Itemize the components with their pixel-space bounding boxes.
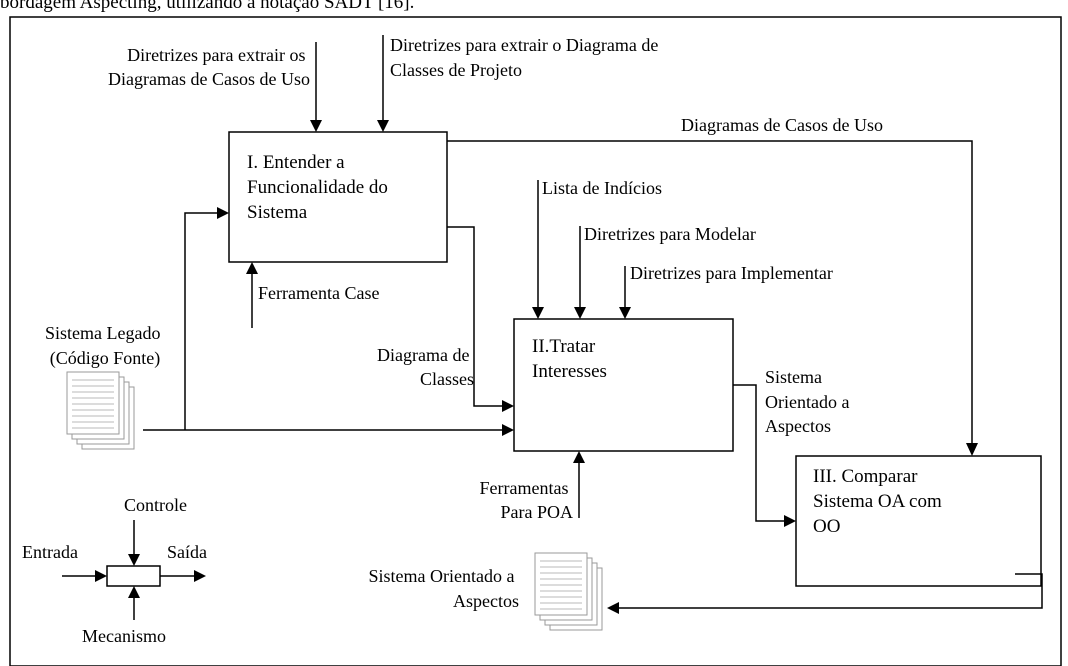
- input-sistema-legado: Sistema Legado (Código Fonte): [45, 207, 514, 450]
- svg-text:Sistema Legado (Código F: Sistema Legado (Código Fonte): [45, 323, 165, 369]
- flow-diagrama-classes: Diagrama de Classes: [377, 226, 514, 412]
- svg-text:Diretrizes para extrair os: Diretrizes para extrair os Diagramas de …: [108, 45, 310, 89]
- legend-box: [106, 565, 161, 587]
- legend-input-label: Entrada: [22, 542, 78, 562]
- document-stack-icon: [66, 371, 135, 450]
- control-3: Lista de Indícios: [532, 178, 662, 319]
- svg-text:Ferramenta Case: Ferramenta Case: [258, 283, 379, 303]
- svg-text:Diagrama de Classes: Diagrama de Classes: [377, 345, 474, 389]
- outer-frame: [9, 16, 1062, 666]
- caption-fragment: bordagem Aspecting, utilizando a notação…: [0, 0, 414, 13]
- output-sistema-oa: Sistema Orientado a Aspectos: [369, 552, 1043, 631]
- svg-text:Diretrizes para Modelar: Diretrizes para Modelar: [584, 224, 756, 244]
- process-box-2: II.Tratar Interesses: [513, 318, 734, 452]
- svg-text:Diretrizes para extrair o Diag: Diretrizes para extrair o Diagrama de Cl…: [390, 35, 663, 80]
- svg-text:Ferramentas Para POA: Ferramentas Para POA: [480, 478, 573, 522]
- svg-text:Lista de Indícios: Lista de Indícios: [542, 178, 662, 198]
- control-2: Diretrizes para extrair o Diagrama de Cl…: [377, 35, 663, 132]
- svg-text:Sistema Orientado a: Sistema Orientado a Aspectos: [765, 367, 854, 436]
- control-4: Diretrizes para Modelar: [574, 224, 756, 319]
- svg-text:Sistema Orientado a Aspe: Sistema Orientado a Aspectos: [369, 566, 519, 611]
- svg-text:Diagramas de Casos de Uso: Diagramas de Casos de Uso: [681, 115, 883, 135]
- legend: Controle Entrada Saída Mecanismo: [22, 495, 207, 646]
- legend-output-label: Saída: [167, 542, 207, 562]
- process-box-1: I. Entender a Funcionalidade do Sistema: [228, 131, 448, 263]
- flow-sistema-oa: Sistema Orientado a Aspectos: [733, 367, 854, 527]
- process-2-title: II.Tratar Interesses: [532, 336, 607, 382]
- mechanism-1: Ferramenta Case: [246, 262, 379, 328]
- legend-mechanism-label: Mecanismo: [82, 626, 166, 646]
- process-box-3: III. Comparar Sistema OA com OO: [795, 455, 1042, 587]
- process-3-title: III. Comparar Sistema OA com OO: [813, 466, 947, 537]
- control-1: Diretrizes para extrair os Diagramas de …: [108, 42, 322, 132]
- mechanism-2: Ferramentas Para POA: [480, 451, 585, 522]
- legend-control-label: Controle: [124, 495, 187, 515]
- process-1-title: I. Entender a Funcionalidade do Sistema: [247, 152, 393, 223]
- control-5: Diretrizes para Implementar: [619, 263, 833, 319]
- svg-text:Diretrizes para Implementar: Diretrizes para Implementar: [630, 263, 833, 283]
- document-stack-icon: [534, 552, 603, 631]
- flow-casos-de-uso: Diagramas de Casos de Uso: [447, 115, 978, 456]
